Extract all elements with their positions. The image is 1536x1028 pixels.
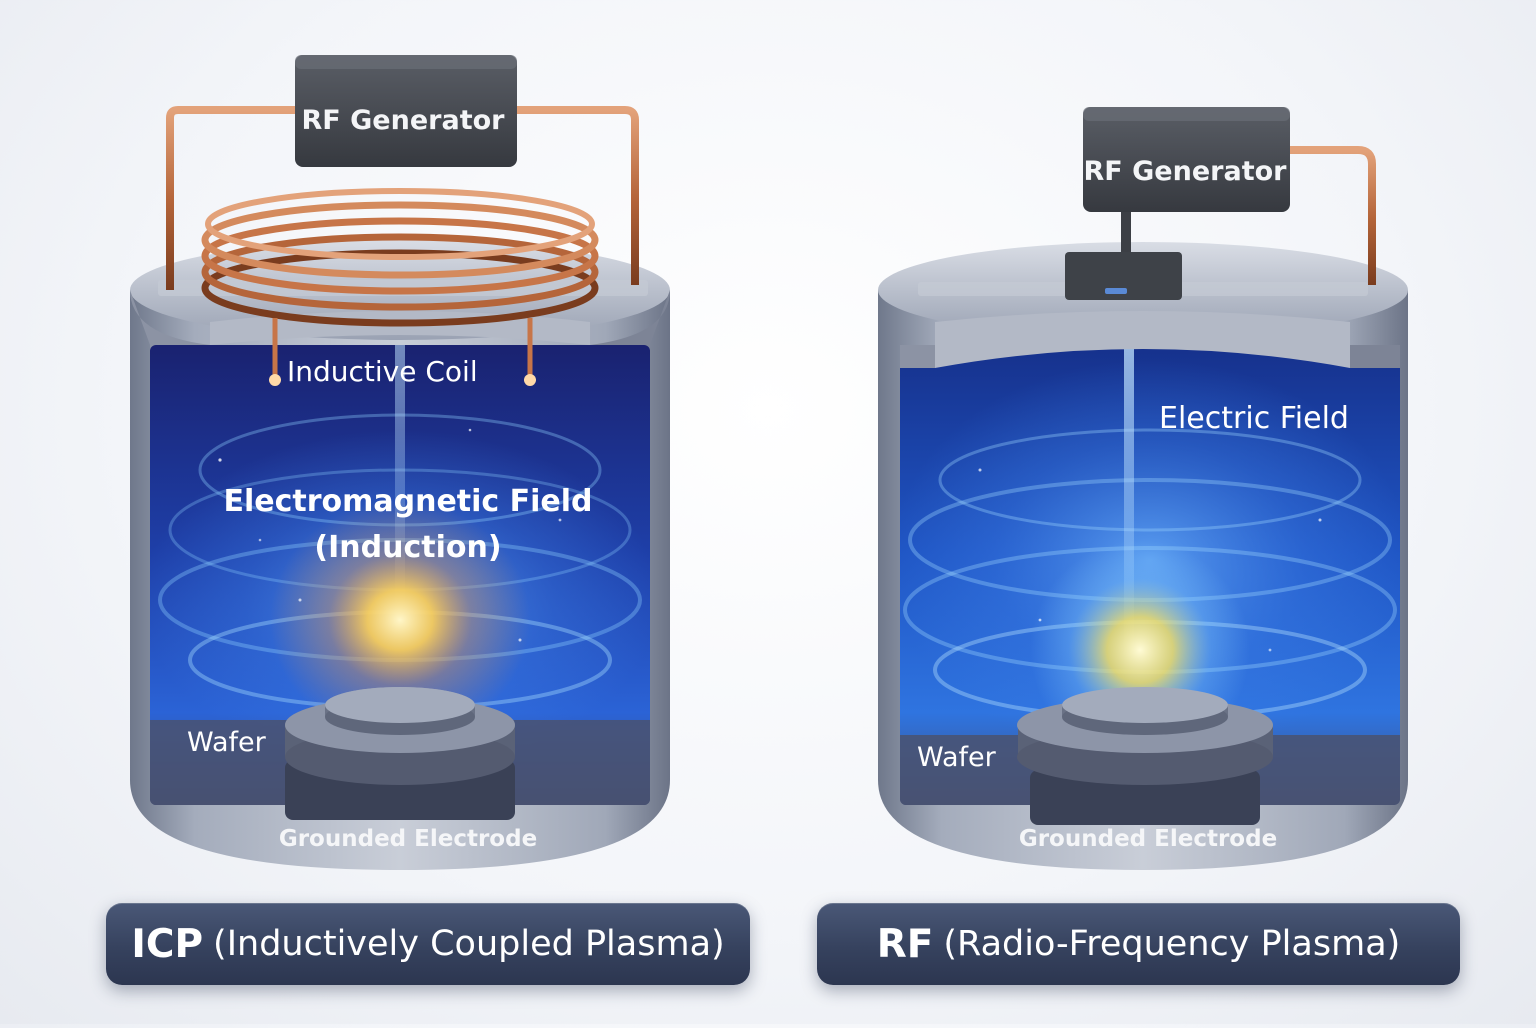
rf-wafer-stage (1017, 687, 1273, 825)
icp-caption-abbr: ICP (131, 922, 203, 967)
icp-electrode-label: Grounded Electrode (279, 826, 537, 852)
rf-electrode-label: Grounded Electrode (1019, 826, 1277, 852)
icp-caption-full: (Inductively Coupled Plasma) (213, 924, 725, 964)
icp-generator-label: RF Generator (302, 105, 506, 136)
icp-wafer-stage (285, 687, 515, 820)
rf-wafer-icon (1062, 687, 1228, 723)
icp-coil-label: Inductive Coil (287, 355, 478, 388)
rf-field-label: Electric Field (1159, 401, 1349, 436)
icp-caption: ICP (Inductively Coupled Plasma) (106, 903, 750, 985)
rf-wafer-label: Wafer (917, 742, 997, 773)
rf-generator-label: RF Generator (1084, 156, 1288, 187)
rf-caption: RF (Radio-Frequency Plasma) (817, 903, 1460, 985)
icp-field-label-line2: (Induction) (314, 530, 501, 565)
rf-caption-abbr: RF (877, 922, 934, 967)
rf-caption-full: (Radio-Frequency Plasma) (943, 924, 1400, 964)
icp-wafer-label: Wafer (187, 727, 267, 758)
icp-field-label-line1: Electromagnetic Field (223, 484, 592, 519)
icp-rf-generator: RF Generator (295, 55, 517, 167)
